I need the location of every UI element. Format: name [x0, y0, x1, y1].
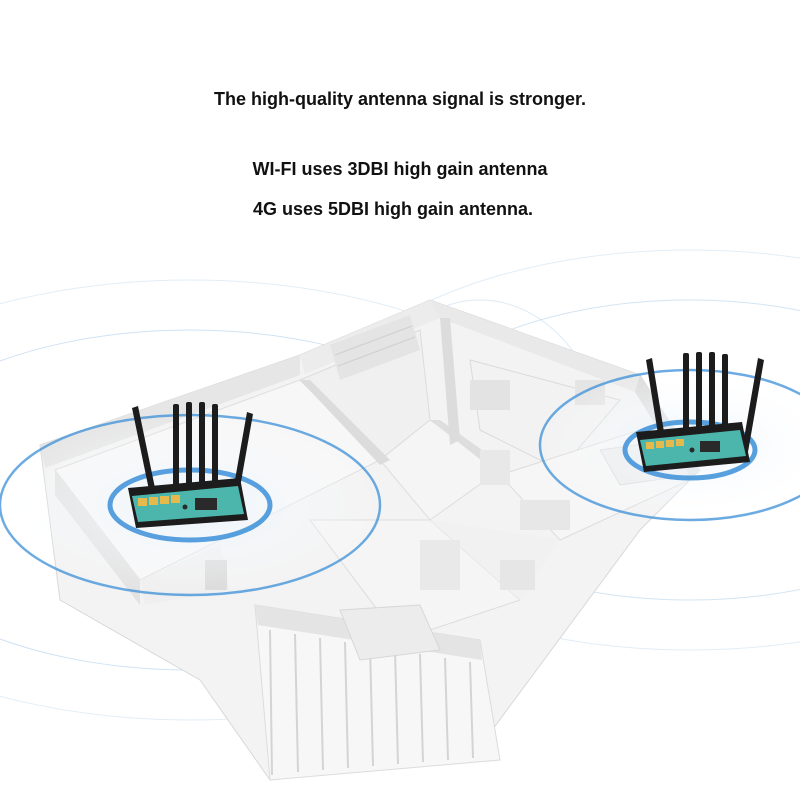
lte-antenna-text: 4G uses 5DBI high gain antenna. — [252, 199, 534, 219]
wifi-antenna-text: WI-FI uses 3DBI high gain antenna — [252, 159, 548, 179]
router-right — [636, 352, 764, 472]
antenna-icon — [646, 352, 764, 452]
ethernet-port-icons — [646, 439, 684, 449]
headline: The high-quality antenna signal is stron… — [213, 89, 587, 109]
router-left — [128, 402, 253, 528]
ethernet-port-icons — [138, 495, 180, 506]
